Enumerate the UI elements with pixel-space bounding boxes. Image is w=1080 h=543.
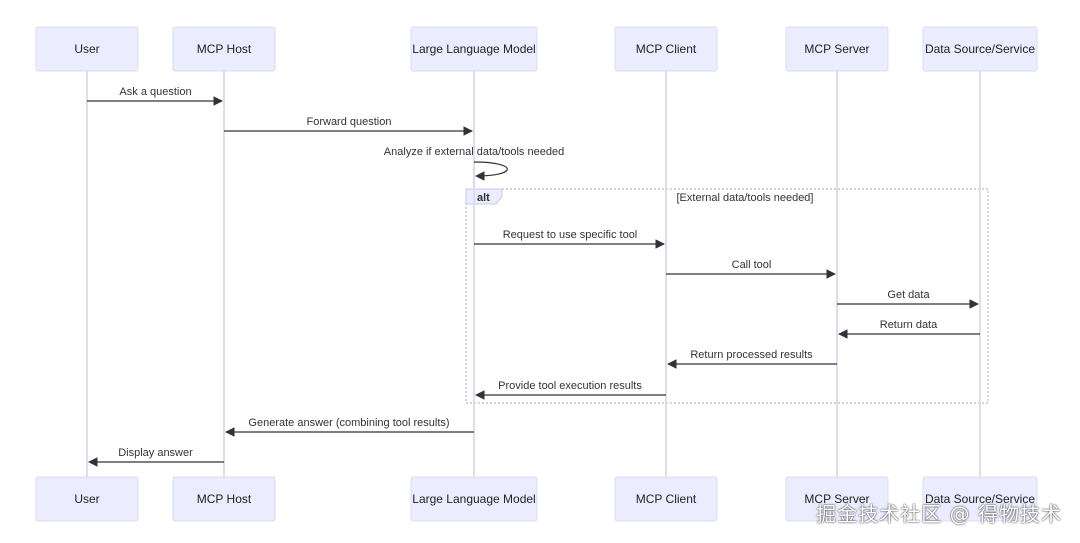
actor-box — [785, 476, 889, 522]
actor-box — [614, 476, 718, 522]
message-label: Get data — [887, 289, 930, 301]
actor-label: MCP Host — [197, 42, 252, 56]
watermark: 掘金技术社区 @ 得物技术 — [816, 502, 1062, 526]
message-label: Call tool — [732, 259, 772, 271]
message-label: Ask a question — [119, 86, 191, 98]
actor-server-top: MCP Server — [785, 26, 889, 72]
actor-box — [922, 476, 1038, 522]
actor-label: User — [74, 42, 99, 56]
actor-label: MCP Server — [804, 492, 869, 506]
actor-label: Data Source/Service — [925, 492, 1035, 506]
message-9: Provide tool execution results — [475, 380, 666, 400]
actor-datasource-top: Data Source/Service — [922, 26, 1038, 72]
message-7: Return data — [838, 319, 980, 339]
message-4: Request to use specific tool — [474, 229, 665, 249]
actor-box — [172, 476, 276, 522]
actor-box — [410, 26, 538, 72]
message-11: Display answer — [88, 447, 224, 467]
actor-host-bottom: MCP Host — [172, 476, 276, 522]
message-label: Display answer — [118, 447, 193, 459]
actor-label: MCP Client — [636, 42, 697, 56]
message-label: Provide tool execution results — [498, 380, 642, 392]
message-label: Return processed results — [690, 349, 813, 361]
actor-label: Data Source/Service — [925, 42, 1035, 56]
actor-datasource-bottom: Data Source/Service — [922, 476, 1038, 522]
actor-box — [614, 26, 718, 72]
actor-box — [922, 26, 1038, 72]
actor-label: MCP Host — [197, 492, 252, 506]
actor-box — [785, 26, 889, 72]
alt-block-layer: alt [External data/tools needed] — [465, 188, 989, 404]
message-2: Forward question — [224, 116, 473, 136]
actor-client-bottom: MCP Client — [614, 476, 718, 522]
actor-box — [410, 476, 538, 522]
message-label: Request to use specific tool — [503, 229, 638, 241]
actor-label: User — [74, 492, 99, 506]
self-message-arrow — [473, 161, 508, 181]
actor-box — [172, 26, 276, 72]
message-5: Call tool — [666, 259, 836, 279]
actor-user-top: User — [35, 26, 139, 72]
message-8: Return processed results — [667, 349, 837, 369]
actor-client-top: MCP Client — [614, 26, 718, 72]
message-label: Forward question — [307, 116, 392, 128]
message-6: Get data — [837, 289, 979, 309]
message-label: Generate answer (combining tool results) — [248, 417, 449, 429]
message-3: Analyze if external data/tools needed — [384, 146, 564, 181]
actor-box — [35, 26, 139, 72]
actor-label: MCP Client — [636, 492, 697, 506]
message-label: Return data — [880, 319, 938, 331]
actor-label: MCP Server — [804, 42, 869, 56]
message-label: Analyze if external data/tools needed — [384, 146, 564, 158]
message-1: Ask a question — [87, 86, 223, 106]
actor-box — [35, 476, 139, 522]
actor-label: Large Language Model — [412, 42, 535, 56]
actor-host-top: MCP Host — [172, 26, 276, 72]
actor-server-bottom: MCP Server — [785, 476, 889, 522]
actor-llm-bottom: Large Language Model — [410, 476, 538, 522]
message-10: Generate answer (combining tool results) — [225, 417, 474, 437]
alt-keyword: alt — [477, 192, 490, 204]
actor-label: Large Language Model — [412, 492, 535, 506]
lifeline-layer — [86, 71, 981, 477]
actor-llm-top: Large Language Model — [410, 26, 538, 72]
actor-user-bottom: User — [35, 476, 139, 522]
alt-condition: [External data/tools needed] — [677, 192, 814, 204]
alt-frame — [465, 188, 989, 404]
